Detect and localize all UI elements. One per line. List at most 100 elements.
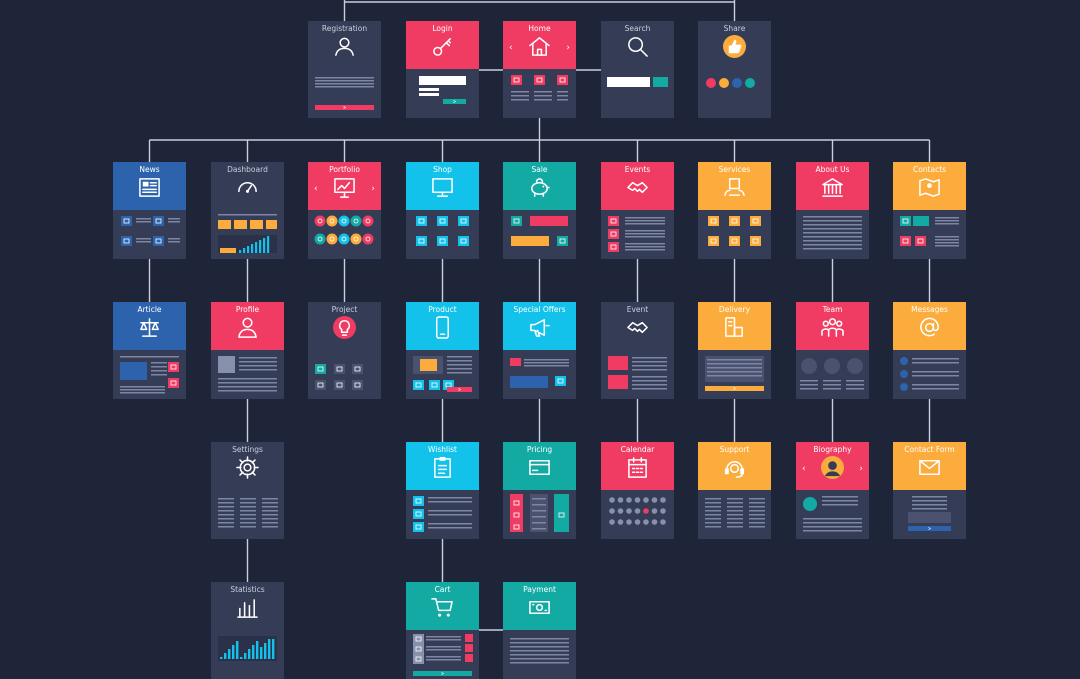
page-card-payment: Payment	[503, 582, 576, 679]
page-card-registration: Registration	[308, 21, 381, 118]
card-header: Search	[601, 21, 674, 69]
card-widgets	[211, 302, 284, 399]
page-card-contact-form: Contact Form	[893, 442, 966, 539]
card-header: Biography ‹›	[796, 442, 869, 490]
page-card-pricing: Pricing	[503, 442, 576, 539]
card-header: Special Offers	[503, 302, 576, 350]
card-title: About Us	[815, 165, 850, 174]
page-card-home: Home ‹›	[503, 21, 576, 118]
card-title: Calendar	[620, 445, 655, 454]
card-title: Services	[718, 165, 751, 174]
card-body-preview	[120, 356, 179, 394]
card-widgets	[406, 302, 479, 399]
card-title: Payment	[523, 585, 556, 594]
page-card-delivery: Delivery	[698, 302, 771, 399]
page-card-contacts: Contacts	[893, 162, 966, 259]
gauge-icon	[238, 181, 257, 193]
boxes-icon	[725, 317, 743, 337]
card-body-preview	[511, 216, 568, 246]
card-header: Cart	[406, 582, 479, 630]
card-widgets	[698, 162, 771, 259]
at-sign-icon	[920, 317, 939, 337]
card-title: Settings	[232, 445, 263, 454]
card-title: News	[139, 165, 160, 174]
card-body-preview	[900, 216, 959, 247]
bank-icon	[822, 178, 843, 197]
card-body-preview	[121, 216, 180, 246]
card-header: Wishlist	[406, 442, 479, 490]
thumbs-up-icon	[723, 35, 746, 58]
page-card-product: Product	[406, 302, 479, 399]
card-title: Share	[723, 24, 746, 33]
card-widgets	[893, 442, 966, 539]
card-widgets	[211, 442, 284, 539]
bar-chart-icon	[237, 599, 258, 618]
card-widgets	[893, 302, 966, 399]
card-widgets	[706, 78, 755, 88]
page-card-project: Project	[308, 302, 381, 399]
page-card-about-us: About Us	[796, 162, 869, 259]
card-body-preview	[413, 356, 472, 392]
card-title: Pricing	[526, 445, 553, 454]
card-header: Shop	[406, 162, 479, 210]
card-body-preview	[609, 497, 666, 525]
card-header: Home ‹›	[503, 21, 576, 69]
card-title: Search	[624, 24, 651, 33]
cart-icon	[431, 598, 453, 617]
card-widgets	[503, 302, 576, 399]
page-card-cart: Cart	[406, 582, 479, 679]
card-body-preview	[705, 498, 765, 528]
page-card-team: Team	[796, 302, 869, 399]
card-title: Profile	[235, 305, 260, 314]
card-body-preview	[510, 358, 569, 388]
card-widgets	[503, 162, 576, 259]
page-card-event: Event	[601, 302, 674, 399]
card-header: Settings	[211, 442, 284, 490]
card-widgets	[308, 21, 381, 118]
card-header: Share	[698, 21, 771, 69]
lightbulb-icon	[333, 316, 356, 339]
page-card-news: News	[113, 162, 186, 259]
key-icon	[433, 38, 451, 56]
scales-icon	[140, 318, 159, 337]
team-icon	[821, 318, 844, 337]
handshake-icon	[627, 321, 648, 334]
card-header: Dashboard	[211, 162, 284, 210]
card-body-preview	[218, 498, 278, 528]
card-body-preview	[315, 364, 363, 390]
card-header: Statistics	[211, 582, 284, 630]
card-body-preview	[218, 214, 277, 253]
card-header: Team	[796, 302, 869, 350]
presentation-icon	[334, 178, 355, 198]
card-widgets	[308, 302, 381, 399]
credit-card-icon	[529, 460, 550, 475]
card-widgets	[607, 77, 668, 87]
card-body-preview	[803, 496, 862, 532]
page-card-search: Search	[601, 21, 674, 118]
handshake-icon	[627, 181, 648, 194]
card-widgets	[113, 162, 186, 259]
page-card-calendar: Calendar	[601, 442, 674, 539]
monitor-icon	[432, 178, 453, 197]
card-header: Delivery	[698, 302, 771, 350]
card-title: Events	[624, 165, 651, 174]
person-icon	[238, 317, 257, 338]
card-widgets	[601, 442, 674, 539]
page-card-dashboard: Dashboard	[211, 162, 284, 259]
card-header: Messages	[893, 302, 966, 350]
card-widgets	[698, 442, 771, 539]
card-header: Calendar	[601, 442, 674, 490]
card-body-preview	[314, 215, 374, 245]
phone-icon	[435, 316, 450, 339]
card-title: Project	[331, 305, 358, 314]
card-title: Article	[137, 305, 162, 314]
card-body-preview	[510, 638, 569, 664]
card-widgets	[406, 162, 479, 259]
card-body-preview	[315, 77, 374, 110]
card-body-preview	[511, 75, 568, 101]
card-widgets	[503, 442, 576, 539]
card-title: Login	[432, 24, 453, 33]
card-title: Support	[719, 445, 750, 454]
card-body-preview	[908, 496, 951, 531]
card-header: Services	[698, 162, 771, 210]
